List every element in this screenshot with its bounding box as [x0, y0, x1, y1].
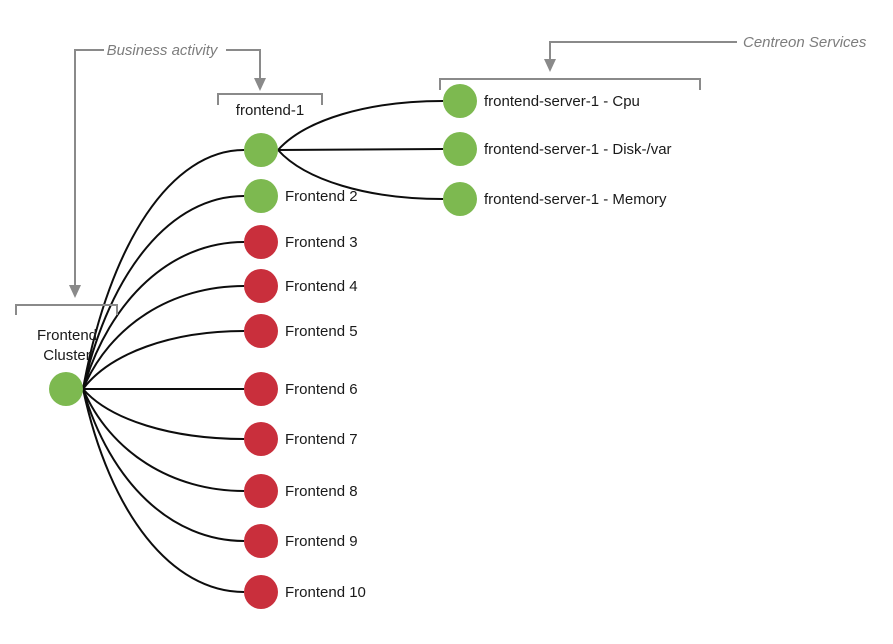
- edge-root-frontend-2: [82, 195, 245, 390]
- annotation-centreon-services: Centreon Services: [439, 34, 867, 90]
- status-dot-service-cpu: [443, 84, 477, 118]
- centreon-services-connector: [549, 41, 737, 60]
- arrow-down-icon: [254, 78, 266, 91]
- status-dot-frontend-cluster: [49, 372, 83, 406]
- node-frontend-5: Frontend 5: [244, 314, 358, 348]
- node-label-frontend-8: Frontend 8: [285, 483, 358, 500]
- node-label-frontend-6: Frontend 6: [285, 381, 358, 398]
- edge-root-frontend-7: [82, 388, 245, 440]
- node-label-frontend-3: Frontend 3: [285, 234, 358, 251]
- status-dot-service-disk: [443, 132, 477, 166]
- edge-root-frontend-5: [82, 330, 245, 390]
- services-bracket: [439, 78, 701, 90]
- business-activity-nodes: frontend-1 Frontend 2 Frontend 3 Fronten…: [236, 102, 366, 609]
- node-frontend-2: Frontend 2: [244, 179, 358, 213]
- status-dot-frontend-4: [244, 269, 278, 303]
- arrow-down-icon: [544, 59, 556, 72]
- node-label-frontend-7: Frontend 7: [285, 431, 358, 448]
- node-frontend-7: Frontend 7: [244, 422, 358, 456]
- node-label-frontend-10: Frontend 10: [285, 584, 366, 601]
- node-frontend-3: Frontend 3: [244, 225, 358, 259]
- node-frontend-4: Frontend 4: [244, 269, 358, 303]
- edge-frontend1-memory: [277, 149, 444, 200]
- node-frontend-9: Frontend 9: [244, 524, 358, 558]
- edge-root-frontend-1: [82, 149, 245, 390]
- edge-root-frontend-10: [82, 388, 245, 593]
- node-label-frontend-5: Frontend 5: [285, 323, 358, 340]
- node-frontend-cluster: Frontend Cluster: [37, 327, 97, 406]
- edge-root-frontend-8: [82, 388, 245, 492]
- node-label-service-memory: frontend-server-1 - Memory: [484, 191, 667, 208]
- node-service-memory: frontend-server-1 - Memory: [443, 182, 667, 216]
- status-dot-frontend-2: [244, 179, 278, 213]
- status-dot-frontend-3: [244, 225, 278, 259]
- edge-frontend1-cpu: [277, 100, 444, 151]
- frontend-1-bracket: [217, 93, 323, 105]
- status-dot-frontend-10: [244, 575, 278, 609]
- status-dot-frontend-8: [244, 474, 278, 508]
- status-dot-frontend-6: [244, 372, 278, 406]
- business-activity-label: Business activity: [107, 42, 219, 59]
- status-dot-service-memory: [443, 182, 477, 216]
- business-activity-connector-right: [226, 49, 261, 79]
- node-service-disk: frontend-server-1 - Disk-/var: [443, 132, 672, 166]
- status-dot-frontend-9: [244, 524, 278, 558]
- node-label-frontend-4: Frontend 4: [285, 278, 358, 295]
- edge-root-frontend-3: [82, 241, 245, 390]
- service-nodes: frontend-server-1 - Cpu frontend-server-…: [443, 84, 672, 216]
- node-label-frontend-9: Frontend 9: [285, 533, 358, 550]
- business-activity-connector-left: [74, 49, 104, 286]
- status-dot-frontend-7: [244, 422, 278, 456]
- root-label-line2: Cluster: [43, 347, 91, 364]
- node-frontend-6: Frontend 6: [244, 372, 358, 406]
- annotation-business-activity: Business activity: [15, 42, 323, 315]
- node-frontend-1: frontend-1: [236, 102, 304, 167]
- node-label-service-disk: frontend-server-1 - Disk-/var: [484, 141, 672, 158]
- status-dot-frontend-1: [244, 133, 278, 167]
- root-bracket: [15, 304, 118, 315]
- edge-root-frontend-4: [82, 285, 245, 390]
- edge-frontend1-disk: [277, 148, 444, 151]
- node-label-frontend-1: frontend-1: [236, 102, 304, 119]
- root-label-line1: Frontend: [37, 327, 97, 344]
- node-service-cpu: frontend-server-1 - Cpu: [443, 84, 640, 118]
- status-dot-frontend-5: [244, 314, 278, 348]
- arrow-down-icon: [69, 285, 81, 298]
- edge-root-frontend-9: [82, 388, 245, 542]
- edges-root-to-activities: [82, 149, 245, 593]
- edges-frontend1-to-services: [277, 100, 444, 200]
- node-frontend-8: Frontend 8: [244, 474, 358, 508]
- node-label-service-cpu: frontend-server-1 - Cpu: [484, 93, 640, 110]
- centreon-services-label: Centreon Services: [743, 34, 867, 51]
- node-label-frontend-2: Frontend 2: [285, 188, 358, 205]
- node-frontend-10: Frontend 10: [244, 575, 366, 609]
